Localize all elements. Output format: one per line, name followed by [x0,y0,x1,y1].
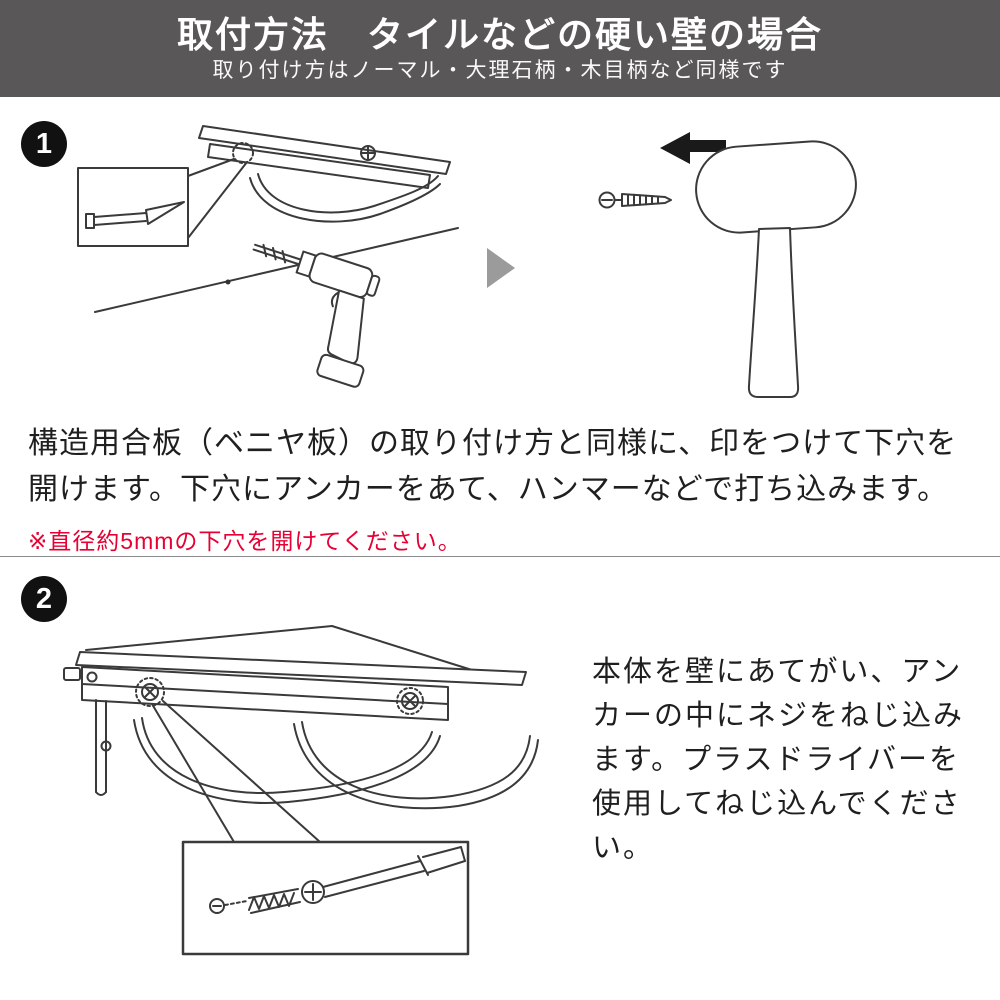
pilot-hole-inset [77,158,248,247]
step-1-text-line-2: 開けます。下穴にアンカーをあて、ハンマーなどで打ち込みます。 [28,473,949,506]
step-2-text: 本体を壁にあてがい、アン カーの中にネジをねじ込み ます。プラスドライバーを 使… [592,650,974,870]
section-divider [0,556,1000,557]
header-banner: 取付方法 タイルなどの硬い壁の場合 取り付け方はノーマル・大理石柄・木目柄など同… [0,0,1000,97]
wall-anchor-icon [598,191,672,209]
hammer-direction-arrow-icon [660,132,726,164]
step-2-illustration [63,625,539,956]
screw-position-marks [135,677,424,715]
step-1-illustration [77,125,857,398]
step-2-text-line-1: 本体を壁にあてがい、アン [592,656,963,688]
step-1-text: 構造用合板（ベニヤ板）の取り付け方と同様に、印をつけて下穴を 開けます。下穴にア… [28,421,978,556]
screwdriver-inset [151,700,470,956]
step-1-note: ※直径約5mmの下穴を開けてください。 [28,528,462,554]
step-2-text-line-3: ます。プラスドライバーを [592,744,960,776]
page-title: 取付方法 タイルなどの硬い壁の場合 [176,13,823,55]
shelf-underside-drawing [198,125,451,223]
next-step-arrow-icon [487,248,515,288]
wall-line [94,227,459,313]
power-drill-icon [252,243,381,388]
shelf-body-drawing [63,625,539,810]
step-2-number: 2 [35,582,53,615]
page-subtitle: 取り付け方はノーマル・大理石柄・木目柄など同様です [212,58,788,82]
step-2-text-line-4: 使用してねじ込んでくださ [592,788,962,820]
step-1-number: 1 [35,127,53,160]
step-2-text-line-2: カーの中にネジをねじ込み [592,700,965,732]
mallet-icon [695,140,857,398]
step-1-badge: 1 [21,121,67,167]
step-2-text-line-5: い。 [592,832,655,864]
step-1-text-line-1: 構造用合板（ベニヤ板）の取り付け方と同様に、印をつけて下穴を [28,427,958,460]
step-2-badge: 2 [21,576,67,622]
